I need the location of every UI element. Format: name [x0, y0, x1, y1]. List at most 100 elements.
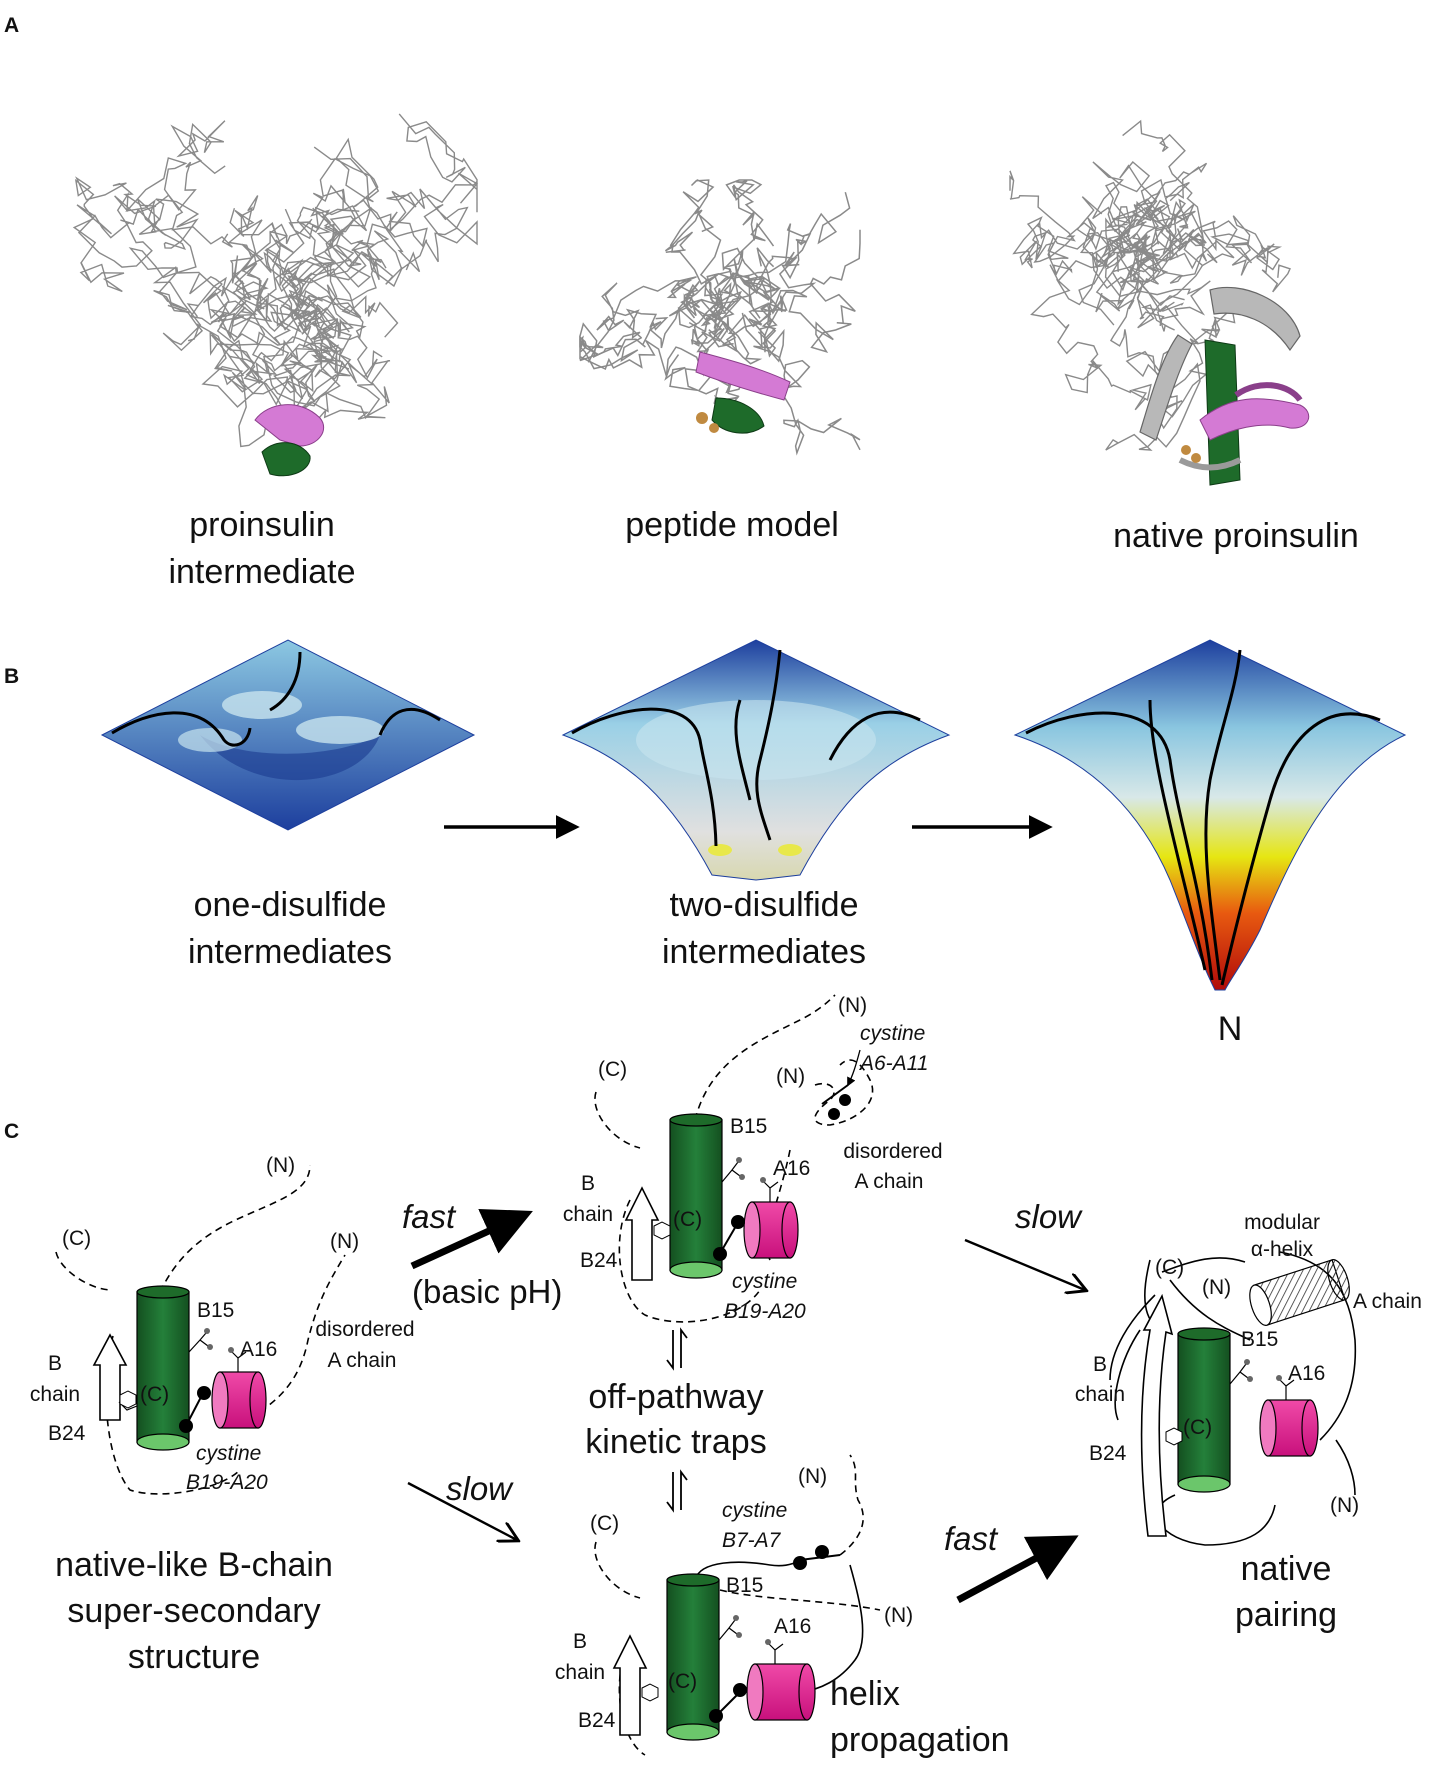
c-left-caption-1: native-like B-chain — [55, 1546, 333, 1584]
c-left-B24: B24 — [48, 1422, 86, 1445]
label-two-disulfide-2: intermediates — [662, 933, 866, 971]
c-right-mod2: α-helix — [1251, 1238, 1314, 1261]
backbone-trace — [273, 303, 381, 431]
panel-label-b: B — [4, 665, 19, 688]
label-native-N: N — [1218, 1010, 1243, 1048]
arrow-label-fast-1: fast — [402, 1198, 457, 1235]
backbone-trace — [708, 255, 817, 329]
c-top-dis2: A chain — [855, 1170, 924, 1193]
c-right-B24: B24 — [1089, 1442, 1127, 1465]
backbone-trace — [1176, 215, 1291, 293]
c-bottom-helix-1: helix — [830, 1675, 900, 1713]
arrow-label-basic-ph: (basic pH) — [412, 1273, 562, 1310]
backbone-trace — [579, 281, 701, 370]
c-left-B15: B15 — [197, 1299, 234, 1322]
c-right-bchain1: B — [1093, 1353, 1107, 1376]
panel-label-c: C — [4, 1120, 19, 1143]
c-bottom-helix-2: propagation — [830, 1721, 1010, 1759]
schema-left — [55, 1164, 346, 1495]
c-top-B15: B15 — [730, 1115, 767, 1138]
c-top-cys2: B19-A20 — [724, 1300, 806, 1323]
backbone-trace — [579, 317, 713, 377]
c-right-N2: (N) — [1330, 1494, 1359, 1517]
c-bottom-N2: (N) — [884, 1604, 913, 1627]
arrow-slow-bottom — [407, 1481, 517, 1540]
backbone-trace — [72, 176, 233, 293]
c-top-C: (C) — [598, 1058, 627, 1081]
backbone-trace — [664, 306, 746, 416]
landscape-two-disulfide — [561, 639, 951, 881]
label-one-disulfide-1: one-disulfide — [194, 886, 387, 924]
c-right-A16: A16 — [1288, 1362, 1325, 1385]
c-top-bchain1: B — [581, 1172, 595, 1195]
c-right-mod1: modular — [1244, 1211, 1320, 1234]
backbone-trace — [1126, 209, 1235, 283]
backbone-trace — [711, 247, 782, 365]
c-right-achain: A chain — [1353, 1290, 1422, 1313]
c-bottom-Cinner: (C) — [668, 1670, 697, 1693]
c-bottom-B24: B24 — [578, 1709, 616, 1732]
c-top-A16: A16 — [773, 1157, 810, 1180]
c-left-N2: (N) — [330, 1230, 359, 1253]
c-bottom-bchain2: chain — [555, 1661, 605, 1684]
backbone-trace — [288, 113, 479, 308]
c-right-Cinner: (C) — [1183, 1416, 1212, 1439]
label-native-proinsulin: native proinsulin — [1113, 517, 1359, 555]
c-bottom-C: (C) — [590, 1512, 619, 1535]
backbone-trace — [596, 273, 753, 332]
backbone-trace — [669, 179, 730, 353]
equilibrium-arrow-bottom — [666, 1469, 688, 1513]
backbone-trace — [1030, 218, 1152, 411]
label-proinsulin-intermediate-2: intermediate — [168, 553, 355, 591]
c-bottom-B15: B15 — [726, 1574, 763, 1597]
c-left-cys2: B19-A20 — [186, 1471, 268, 1494]
native-proinsulin-structure — [1009, 119, 1310, 486]
backbone-trace — [741, 192, 851, 349]
c-left-cys1: cystine — [196, 1442, 261, 1465]
c-top-N2: (N) — [776, 1065, 805, 1088]
c-bottom-cys2: B7-A7 — [722, 1529, 782, 1552]
c-left-bchain2: chain — [30, 1383, 80, 1406]
c-left-N1: (N) — [266, 1154, 295, 1177]
c-bottom-N1: (N) — [798, 1465, 827, 1488]
c-left-Cinner: (C) — [140, 1383, 169, 1406]
label-two-disulfide-1: two-disulfide — [670, 886, 859, 924]
c-top-dis1: disordered — [843, 1140, 942, 1163]
label-proinsulin-intermediate-1: proinsulin — [189, 506, 335, 544]
c-top-Cinner: (C) — [673, 1208, 702, 1231]
label-one-disulfide-2: intermediates — [188, 933, 392, 971]
c-right-bchain2: chain — [1075, 1383, 1125, 1406]
backbone-trace — [1111, 181, 1211, 327]
backbone-trace — [125, 120, 226, 279]
panel-label-a: A — [4, 14, 19, 37]
c-right-N1: (N) — [1202, 1276, 1231, 1299]
arrow-slow-right — [964, 1238, 1085, 1290]
peptide-model-structure — [579, 179, 861, 456]
c-bottom-cys1: cystine — [722, 1499, 787, 1522]
backbone-trace — [1078, 162, 1208, 326]
c-top-cysA2: A6-A11 — [858, 1052, 929, 1075]
c-bottom-A16: A16 — [774, 1615, 811, 1638]
traps-label-1: off-pathway — [588, 1378, 763, 1416]
arrow-fast-right — [956, 1535, 1079, 1604]
schema-right — [1109, 1251, 1357, 1546]
c-top-B24: B24 — [580, 1249, 618, 1272]
arrow-label-slow-2: slow — [1015, 1198, 1083, 1235]
c-top-cysA1: cystine — [860, 1022, 925, 1045]
c-right-caption-1: native — [1241, 1550, 1332, 1588]
c-left-caption-2: super-secondary — [67, 1592, 320, 1630]
c-left-caption-3: structure — [128, 1638, 260, 1676]
c-right-caption-2: pairing — [1235, 1596, 1337, 1634]
equilibrium-arrow-top — [666, 1327, 688, 1371]
c-left-bchain1: B — [48, 1352, 62, 1375]
arrow-label-fast-2: fast — [944, 1520, 999, 1557]
backbone-trace — [249, 221, 353, 384]
landscape-native — [1013, 639, 1407, 991]
arrow-label-slow-1: slow — [446, 1470, 514, 1507]
backbone-trace — [312, 137, 478, 273]
backbone-trace — [701, 229, 861, 353]
c-right-B15: B15 — [1241, 1328, 1278, 1351]
c-left-C: (C) — [62, 1227, 91, 1250]
c-right-C: (C) — [1155, 1256, 1184, 1279]
